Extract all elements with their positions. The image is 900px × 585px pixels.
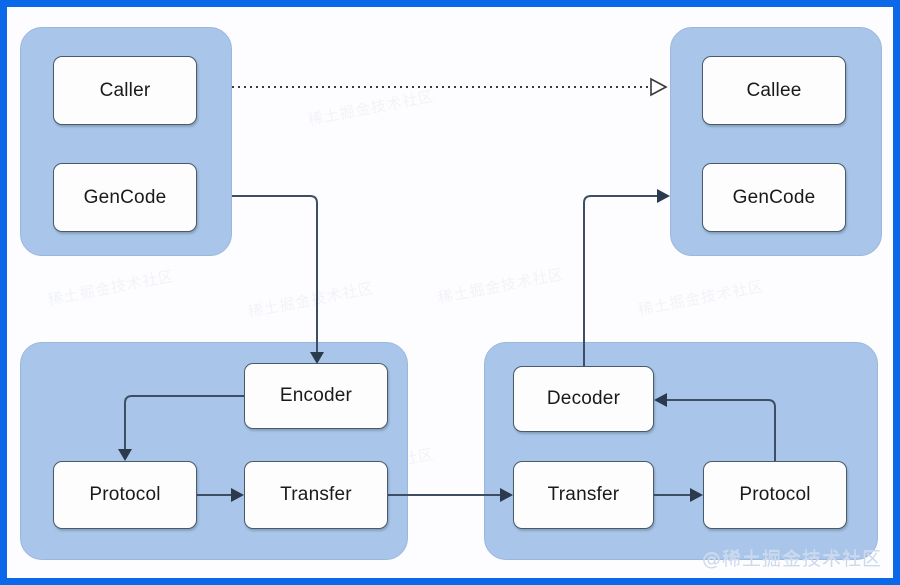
node-gencode-right[interactable]: GenCode xyxy=(702,163,846,232)
node-protocol-left[interactable]: Protocol xyxy=(53,461,197,529)
node-decoder[interactable]: Decoder xyxy=(513,366,654,432)
node-gencode-left[interactable]: GenCode xyxy=(53,163,197,232)
node-callee[interactable]: Callee xyxy=(702,56,846,125)
node-transfer-right[interactable]: Transfer xyxy=(513,461,654,529)
node-encoder[interactable]: Encoder xyxy=(244,363,388,429)
node-caller[interactable]: Caller xyxy=(53,56,197,125)
node-protocol-right[interactable]: Protocol xyxy=(703,461,847,529)
node-transfer-left[interactable]: Transfer xyxy=(244,461,388,529)
corner-watermark: @稀土掘金技术社区 xyxy=(701,548,882,570)
